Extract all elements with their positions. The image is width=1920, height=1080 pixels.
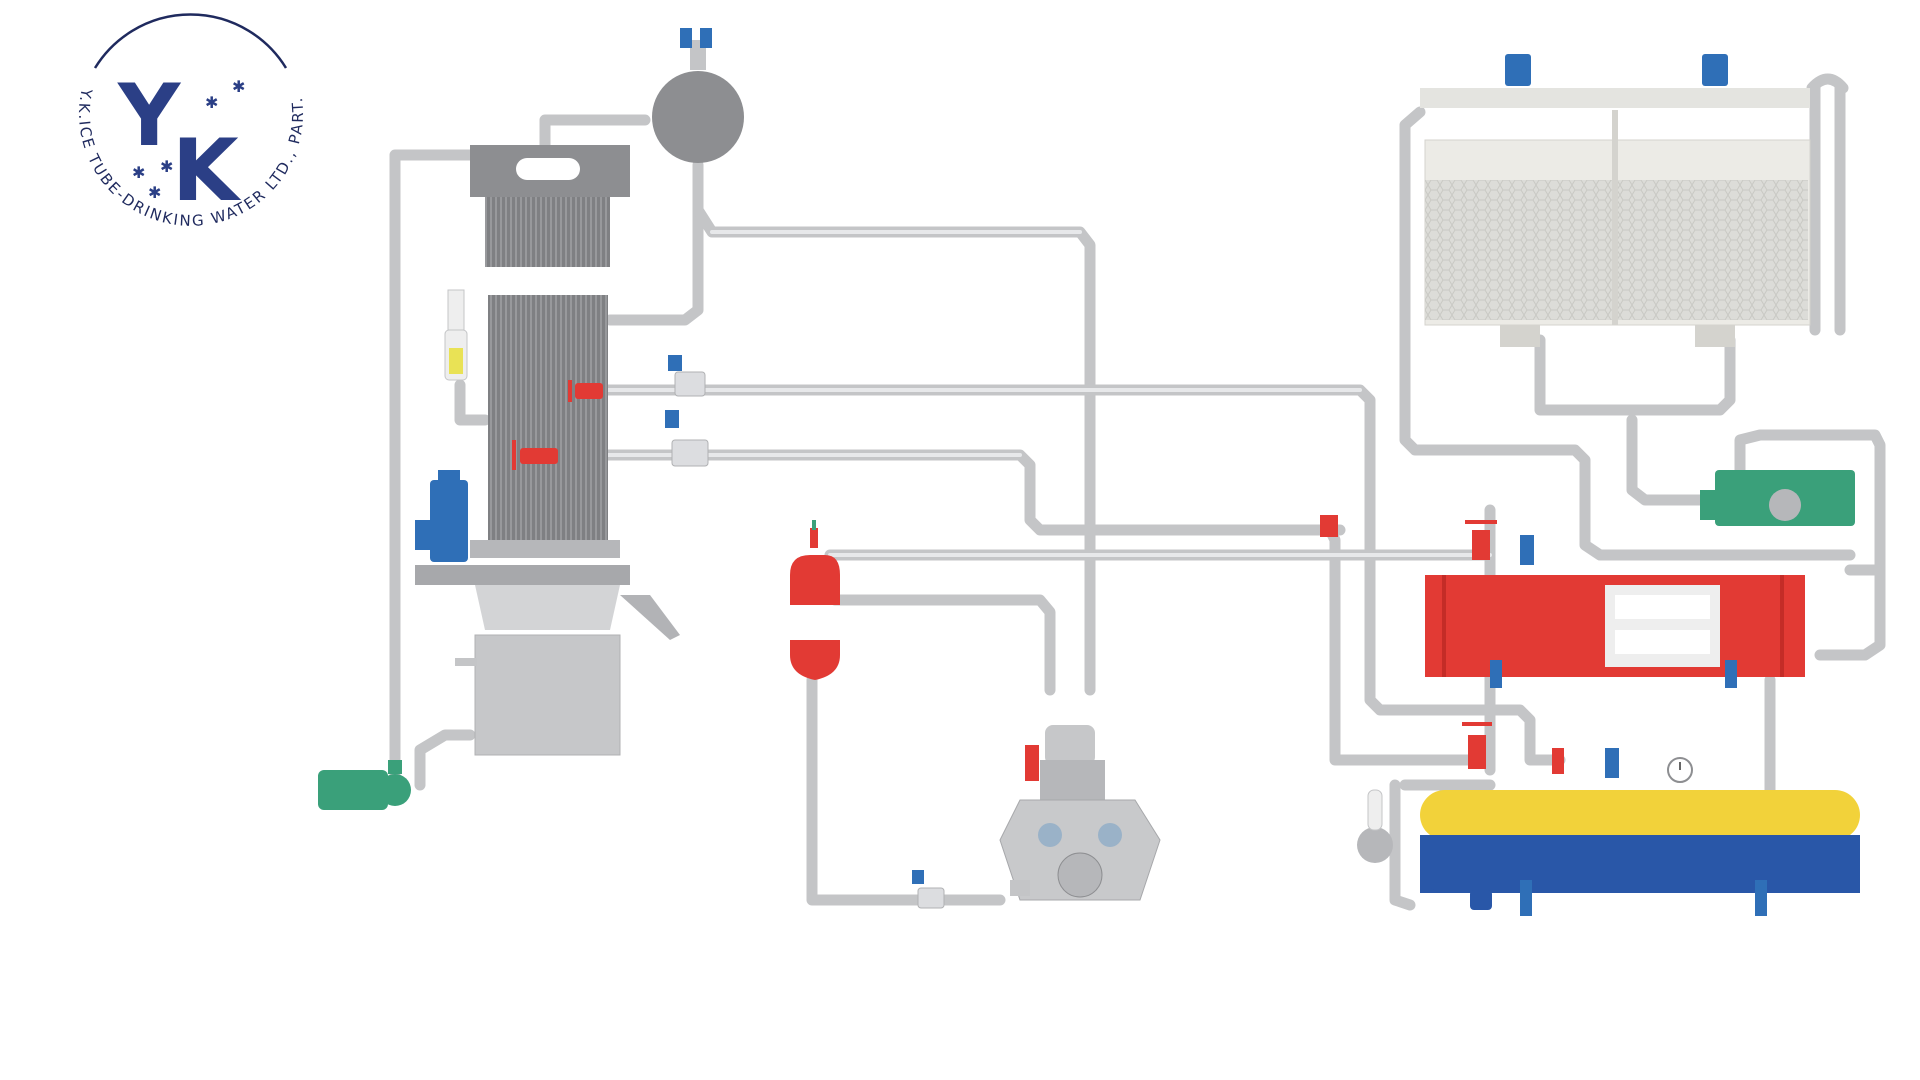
generator-upper-tubes	[485, 197, 610, 267]
receiver-valve-2[interactable]	[1552, 748, 1564, 774]
level-gauge-glass	[444, 289, 468, 381]
water-tank[interactable]	[415, 565, 680, 756]
svg-text:✱: ✱	[160, 157, 173, 176]
logo-arc	[93, 13, 288, 69]
tank-shelf	[415, 565, 630, 585]
logo-letter-y: Y	[117, 66, 182, 166]
ice-tube-generator[interactable]	[470, 145, 630, 558]
svg-text:✱: ✱	[148, 183, 161, 202]
compressor[interactable]	[999, 725, 1161, 901]
surge-drum[interactable]	[652, 40, 744, 163]
generator-base-plate	[470, 540, 620, 558]
oil-line-valve[interactable]	[1320, 515, 1338, 537]
condenser[interactable]	[1425, 575, 1805, 688]
cooling-tower[interactable]	[1420, 88, 1811, 347]
water-pump[interactable]	[318, 760, 411, 810]
generator-shell	[488, 295, 608, 545]
solenoid-valve-1[interactable]	[668, 355, 706, 397]
pressure-gauge-icon	[1667, 757, 1693, 783]
svg-text:✱: ✱	[205, 93, 218, 112]
level-float-icon	[1357, 789, 1393, 863]
cutter-motor[interactable]	[415, 470, 468, 562]
svg-text:✱: ✱	[232, 77, 245, 96]
tank-inlet	[455, 658, 477, 666]
solenoid-valve-2[interactable]	[665, 410, 709, 467]
fan-motor-icon	[1505, 54, 1728, 86]
condenser-inlet-valve[interactable]	[1465, 520, 1497, 560]
condenser-solenoid[interactable]	[1520, 535, 1534, 565]
stop-valve-1[interactable]	[568, 380, 603, 402]
tank-body	[474, 634, 621, 756]
high-pressure-receiver[interactable]	[1420, 790, 1860, 916]
tank-cutter	[475, 585, 620, 630]
oil-return-valve[interactable]	[912, 870, 945, 909]
snowflake-icon: ✱✱ ✱✱✱	[132, 77, 245, 202]
pipe-highlights	[538, 230, 1492, 557]
receiver-solenoid[interactable]	[1605, 748, 1619, 778]
logo-letter-k: K	[172, 121, 242, 221]
receiver-valve-1[interactable]	[1462, 722, 1492, 769]
oil-separator[interactable]	[790, 520, 840, 680]
ice-chute	[620, 595, 680, 640]
svg-text:✱: ✱	[132, 163, 145, 182]
stop-valve-2[interactable]	[512, 440, 558, 470]
solenoid-actuator-icon	[680, 28, 712, 48]
company-logo: Y K ✱✱ ✱✱✱ Y.K.ICE TUBE-DRINKING WATER L…	[75, 13, 305, 230]
generator-viewport	[516, 158, 580, 180]
cooling-water-pump[interactable]	[1700, 470, 1855, 526]
